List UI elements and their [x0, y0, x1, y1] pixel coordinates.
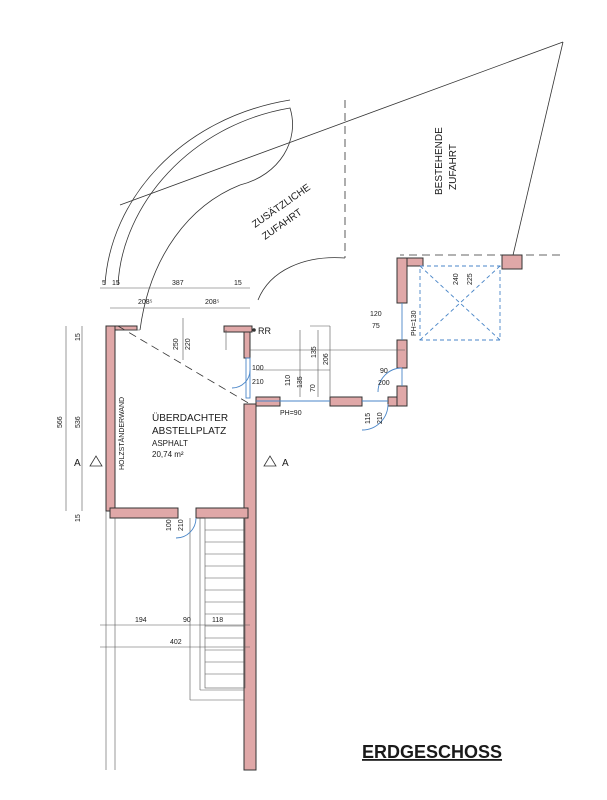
dimension-label: 135 — [297, 376, 304, 388]
walls — [105, 254, 523, 771]
dimension-label: 240 — [453, 273, 460, 285]
dimension-label: 225 — [467, 273, 474, 285]
dimension-labels: 5 15 387 15 208⁵ 208⁵ 250 220 135 206 10… — [57, 273, 474, 646]
dimension-label: 194 — [135, 617, 147, 624]
dimension-label: 206 — [323, 353, 330, 365]
dimension-label: PH=130 — [411, 310, 418, 336]
plan-title: ERDGESCHOSS — [362, 742, 502, 762]
dimension-label: 566 — [57, 416, 64, 428]
dimension-label: PH=90 — [280, 410, 302, 417]
dimension-label: 90 — [183, 617, 191, 624]
area-labels: ZUSÄTZLICHE ZUFAHRT BESTEHENDE ZUFAHRT Ü… — [74, 127, 502, 762]
dimension-label: 70 — [310, 384, 317, 392]
dimension-label: 208⁵ — [205, 299, 220, 306]
dimension-label: 387 — [172, 280, 184, 287]
dimension-label: 120 — [370, 311, 382, 318]
carport-label-1: ÜBERDACHTER — [152, 412, 228, 424]
carport-area: 20,74 m² — [152, 450, 184, 459]
existing-driveway-label-2: ZUFAHRT — [448, 144, 459, 190]
dimension-label: 208⁵ — [138, 299, 153, 306]
dimension-label: 100 — [252, 365, 264, 372]
dimension-label: 115 — [365, 413, 372, 424]
dimension-label: 210 — [178, 519, 185, 531]
dimension-label: 75 — [372, 323, 380, 330]
dimension-label: 15 — [112, 280, 120, 287]
dimension-label: 5 — [102, 280, 106, 287]
dimension-label: 200 — [378, 380, 390, 387]
dimension-label: 15 — [75, 333, 82, 341]
dimension-label: 220 — [185, 338, 192, 350]
interior-lines — [105, 325, 405, 770]
section-mark-left: A — [74, 458, 81, 469]
existing-driveway-label-1: BESTEHENDE — [434, 127, 445, 195]
rr-label: RR — [258, 326, 271, 336]
dimension-label: 402 — [170, 639, 182, 646]
dimension-label: 118 — [212, 617, 223, 624]
dimension-label: 110 — [285, 375, 292, 386]
openings — [175, 265, 501, 539]
dimension-label: 536 — [75, 416, 82, 428]
dimension-label: 210 — [252, 379, 264, 386]
dimension-label: 210 — [377, 412, 384, 424]
section-mark-right: A — [282, 458, 289, 469]
site-boundary — [104, 41, 564, 331]
dimension-label: 135 — [311, 346, 318, 358]
carport-surface: ASPHALT — [152, 439, 188, 448]
carport-label-2: ABSTELLPLATZ — [152, 426, 226, 437]
dimension-label: 90 — [380, 368, 388, 375]
dimension-label: 250 — [173, 338, 180, 350]
dimension-label: 15 — [75, 514, 82, 522]
dimension-label: 100 — [166, 519, 173, 531]
stud-wall-label: HOLZSTÄNDERWAND — [118, 397, 126, 470]
dimension-label: 15 — [234, 280, 242, 287]
dimension-lines — [65, 287, 319, 648]
